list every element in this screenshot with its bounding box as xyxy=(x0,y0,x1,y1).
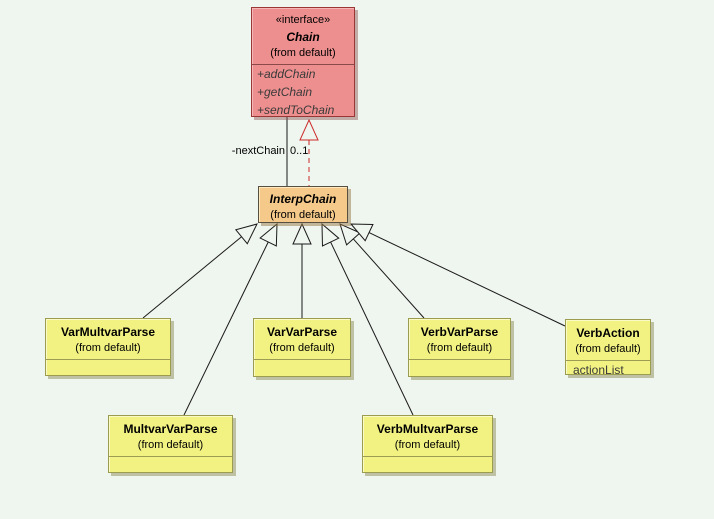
compartment-divider xyxy=(254,359,350,360)
chain-package: (from default) xyxy=(270,47,336,59)
verbaction-attribute-actionlist: actionList xyxy=(573,363,624,377)
class-box-verbvarparse[interactable]: VerbVarParse (from default) xyxy=(408,318,511,377)
varmultvarparse-package: (from default) xyxy=(75,342,141,354)
class-box-verbaction[interactable]: VerbAction (from default) actionList xyxy=(565,319,651,377)
association-multiplicity-label: 0..1 xyxy=(290,145,309,157)
class-box-varvarparse[interactable]: VarVarParse (from default) xyxy=(253,318,351,377)
compartment-divider xyxy=(566,360,650,361)
operation-addchain: +addChain xyxy=(257,67,316,81)
class-box-multvarvarparse[interactable]: MultvarVarParse (from default) xyxy=(108,415,233,473)
compartment-divider xyxy=(109,456,232,457)
multvarvarparse-name: MultvarVarParse xyxy=(123,422,218,436)
compartment-divider xyxy=(252,64,354,65)
association-role-label: -nextChain xyxy=(231,145,285,157)
compartment-divider xyxy=(409,359,510,360)
compartment-divider xyxy=(46,359,170,360)
class-box-varmultvarparse[interactable]: VarMultvarParse (from default) xyxy=(45,318,171,376)
class-box-chain[interactable]: «interface» Chain (from default) +addCha… xyxy=(251,7,355,117)
class-box-interpchain[interactable]: InterpChain (from default) xyxy=(258,186,348,223)
verbvarparse-package: (from default) xyxy=(426,342,493,354)
chain-name: Chain xyxy=(286,30,320,44)
chain-operations: +addChain +getChain +sendToChain xyxy=(252,65,354,119)
interpchain-name: InterpChain xyxy=(269,192,337,206)
verbvarparse-name: VerbVarParse xyxy=(420,325,499,339)
varmultvarparse-name: VarMultvarParse xyxy=(60,325,156,339)
verbmultvarparse-name: VerbMultvarParse xyxy=(376,422,479,436)
class-box-verbmultvarparse[interactable]: VerbMultvarParse (from default) xyxy=(362,415,493,473)
varvarparse-name: VarVarParse xyxy=(266,325,338,339)
interpchain-package: (from default) xyxy=(270,209,336,221)
operation-sendtochain: +sendToChain xyxy=(257,103,335,117)
varvarparse-package: (from default) xyxy=(269,342,335,354)
verbaction-name: VerbAction xyxy=(576,326,640,340)
multvarvarparse-package: (from default) xyxy=(137,439,204,451)
compartment-divider xyxy=(363,456,492,457)
verbmultvarparse-package: (from default) xyxy=(394,439,461,451)
operation-getchain: +getChain xyxy=(257,85,313,99)
chain-stereotype: «interface» xyxy=(275,14,331,26)
verbaction-package: (from default) xyxy=(575,343,641,355)
